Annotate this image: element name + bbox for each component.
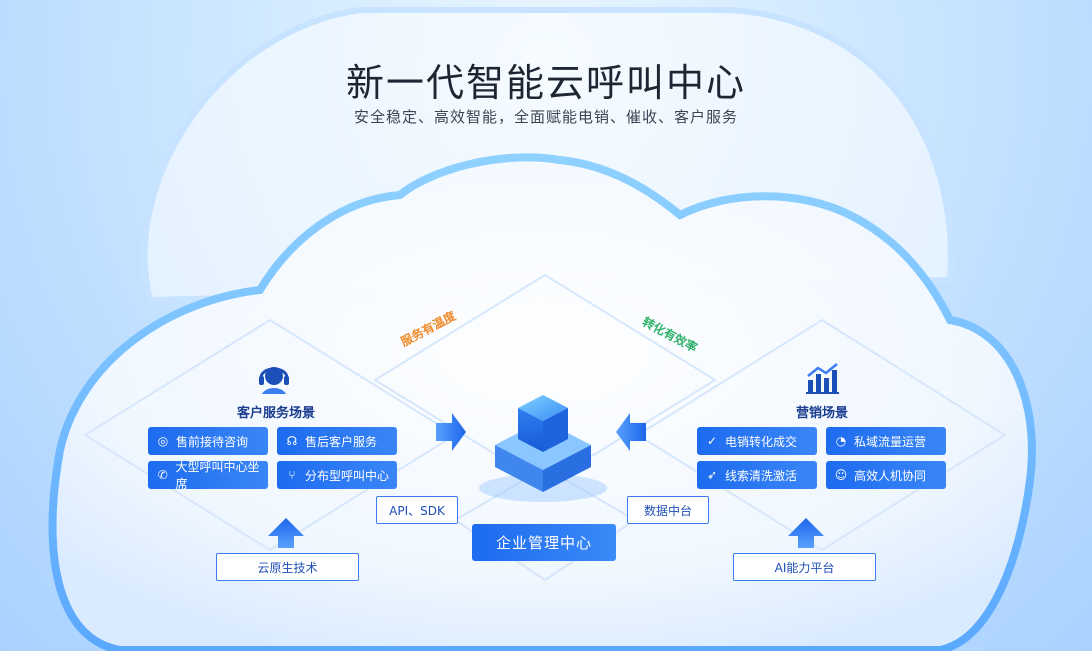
cube-icon [479,395,607,502]
robot-icon: ☺ [834,468,848,482]
scene-item-human-ai[interactable]: ☺ 高效人机协同 [826,461,946,489]
branch-icon: ⑂ [288,468,296,482]
bar-chart-icon [806,363,839,394]
headset-icon: ☊ [286,434,298,448]
page-title: 新一代智能云呼叫中心 [345,61,746,105]
check-icon: ✓ [706,434,718,448]
api-sdk-box[interactable]: API、SDK [376,496,458,524]
enterprise-management-center-button[interactable]: 企业管理中心 [472,524,616,561]
cloud-native-box[interactable]: 云原生技术 [216,553,359,581]
arrow-up-icon [788,518,824,548]
scene-item-lead-cleaning[interactable]: ➶ 线索清洗激活 [697,461,817,489]
scene-item-aftersales[interactable]: ☊ 售后客户服务 [277,427,397,455]
scene-item-distributed-callcenter[interactable]: ⑂ 分布型呼叫中心 [277,461,397,489]
arrow-up-icon [268,518,304,548]
page-subtitle: 安全稳定、高效智能，全面赋能电销、催收、客户服务 [353,108,738,126]
headset-icon [259,367,289,394]
scene-item-presales[interactable]: ◎ 售前接待咨询 [148,427,268,455]
scene-item-telesales[interactable]: ✓ 电销转化成交 [697,427,817,455]
chat-icon: ◎ [157,434,169,448]
ai-platform-box[interactable]: AI能力平台 [733,553,876,581]
right-scene-title: 营销场景 [795,406,848,421]
data-platform-box[interactable]: 数据中台 [627,496,709,524]
dashboard-icon: ◔ [835,434,847,448]
scene-item-private-traffic[interactable]: ◔ 私域流量运营 [826,427,946,455]
phone-icon: ✆ [157,468,168,482]
arrow-right-icon [436,413,466,451]
left-scene-title: 客户服务场景 [236,406,315,421]
rocket-icon: ➶ [706,468,718,482]
scene-item-large-callcenter[interactable]: ✆ 大型呼叫中心坐席 [148,460,268,491]
arrow-left-icon [616,413,646,451]
